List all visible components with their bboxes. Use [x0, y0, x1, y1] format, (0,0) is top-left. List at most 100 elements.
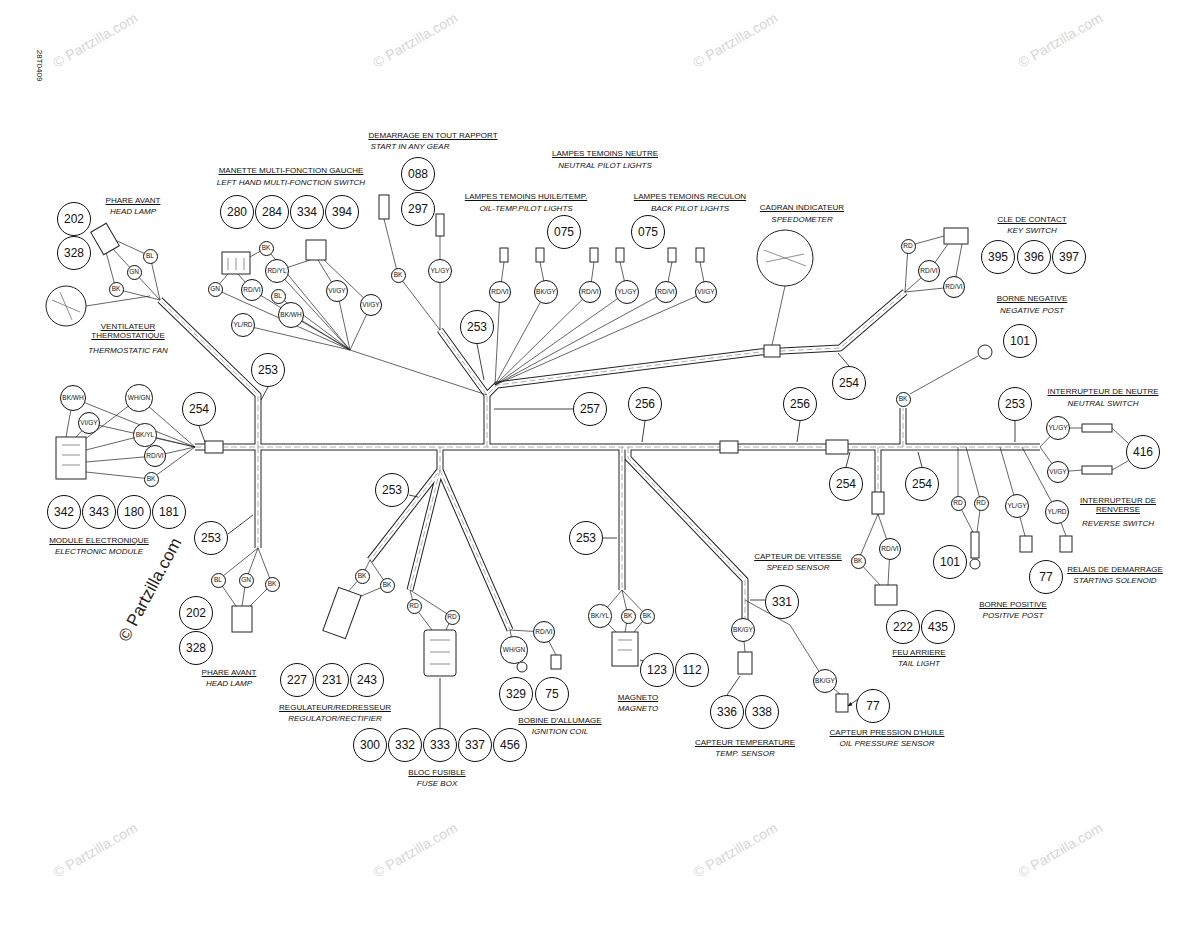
- wire-color-code: WH/GN: [128, 395, 150, 402]
- callout-circle: 253: [460, 310, 494, 344]
- part-name-en: LEFT HAND MULTI-FONCTION SWITCH: [216, 178, 366, 187]
- callout-number: 222: [893, 621, 913, 633]
- wire-color-code: BK/WH: [62, 395, 83, 402]
- callout-number: 284: [262, 206, 282, 218]
- wire-color-tag: BK/GY: [813, 669, 838, 694]
- wire-color-tag: RD/VI: [144, 445, 166, 467]
- part-name-fr: VENTILATEUR THERMOSTATIQUE: [87, 322, 169, 340]
- wire-color-tag: BL: [211, 573, 226, 588]
- key-switch-connector: [944, 228, 968, 244]
- wire-color-code: BL: [274, 293, 282, 300]
- wire-color-code: BL: [146, 253, 154, 260]
- watermark: © Partzilla.com: [1014, 9, 1105, 71]
- callout-circle: 337: [458, 728, 492, 762]
- wire-color-tag: VI/GY: [326, 280, 348, 302]
- callout-number: 257: [580, 403, 600, 415]
- wire-color-code: BK/YL: [591, 613, 609, 620]
- wire-color-code: RD/VI: [881, 546, 898, 553]
- wire-color-code: RD/VI: [243, 287, 260, 294]
- part-name-en: STARTING SOLENOID: [1072, 576, 1157, 585]
- callout-circle: 435: [921, 610, 955, 644]
- reverse-switch-connector: [1020, 536, 1032, 552]
- wire-color-code: VI/GY: [1049, 469, 1066, 476]
- part-name-fr: LAMPES TEMOINS NEUTRE: [551, 149, 659, 158]
- wire-color-code: GN: [210, 286, 220, 293]
- wire-color-code: BL: [214, 577, 222, 584]
- wire-color-tag: BK: [355, 569, 370, 584]
- ignition-coil-connector: [551, 655, 561, 669]
- callout-number: 342: [54, 506, 74, 518]
- callout-number: 280: [227, 206, 247, 218]
- wire-color-code: VI/GY: [80, 420, 97, 427]
- callout-number: 328: [186, 642, 206, 654]
- wire-color-tag: YL/GY: [615, 280, 639, 304]
- wire-color-code: RD/VI: [920, 268, 937, 275]
- callout-number: 112: [682, 664, 701, 676]
- callout-number: 297: [408, 203, 428, 215]
- callout-number: 334: [297, 206, 317, 218]
- part-name-fr: FEU ARRIERE: [891, 648, 946, 657]
- wire-color-tag: BK/YL: [133, 423, 156, 446]
- callout-circle: 222: [886, 610, 920, 644]
- wire-color-tag: BK/YL: [588, 604, 611, 627]
- callout-circle: 280: [220, 195, 254, 229]
- wire-color-tag: YL/GY: [1046, 416, 1070, 440]
- positive-post-terminal: [971, 532, 979, 558]
- callout-circle: 075: [631, 215, 665, 249]
- callout-circle: 334: [290, 195, 324, 229]
- part-name-en: FUSE BOX: [416, 779, 458, 788]
- wire-color-code: VI/GY: [328, 288, 345, 295]
- callout-circle: 181: [152, 495, 186, 529]
- part-name-fr: REGULATEUR/REDRESSEUR: [278, 703, 392, 712]
- wire-color-tag: VI/GY: [1047, 461, 1069, 483]
- part-name-en: TAIL LIGHT: [897, 659, 941, 668]
- wire-color-tag: RD/VI: [918, 260, 940, 282]
- wire-color-tag: GN: [127, 265, 142, 280]
- callout-circle: 243: [350, 663, 384, 697]
- callout-number: 343: [89, 506, 109, 518]
- part-name-fr: INTERRUPTEUR DE NEUTRE: [1046, 387, 1159, 396]
- callout-circle: 333: [423, 728, 457, 762]
- callout-number: 256: [790, 398, 810, 410]
- callout-number: 075: [554, 226, 574, 238]
- part-name-fr: LAMPES TEMOINS RECULON: [633, 192, 747, 201]
- callout-number: 435: [928, 621, 948, 633]
- callout-circle: 394: [325, 195, 359, 229]
- wire-color-code: BK: [394, 272, 403, 279]
- wire-color-tag: BK: [144, 472, 159, 487]
- wire-color-code: RD: [409, 603, 418, 610]
- wire-color-tag: BK: [621, 609, 636, 624]
- wire-color-tag: YL/RD: [231, 313, 255, 337]
- part-name-en: IGNITION COIL: [531, 727, 589, 736]
- part-name-fr: MAGNETO: [617, 693, 659, 702]
- callout-circle: 112: [675, 653, 709, 687]
- module-connector: [56, 437, 86, 479]
- wire-color-code: YL/GY: [430, 268, 449, 275]
- part-name-en: REGULATOR/RECTIFIER: [287, 714, 383, 723]
- wire-color-code: YL/RD: [1047, 509, 1066, 516]
- callout-circle: 328: [57, 236, 91, 270]
- wire-color-tag: BK: [640, 609, 655, 624]
- callout-circle: 254: [829, 467, 863, 501]
- wire-color-code: YL/GY: [617, 289, 636, 296]
- wire-leads: [66, 219, 1128, 694]
- part-name-fr: INTERRUPTEUR DE RENVERSE: [1072, 496, 1164, 514]
- callout-circle: 253: [569, 521, 603, 555]
- pilot-light-socket: [500, 248, 508, 262]
- callout-number: 243: [357, 674, 377, 686]
- callout-circle: 257: [573, 392, 607, 426]
- pilot-light-socket: [590, 248, 598, 262]
- wire-color-tag: GN: [208, 282, 223, 297]
- callout-number: 328: [64, 247, 84, 259]
- callout-circle: 202: [179, 596, 213, 630]
- part-name-en: BACK PILOT LIGHTS: [650, 204, 730, 213]
- oil-pressure-connector: [836, 694, 848, 712]
- wire-color-tag: BK: [109, 282, 124, 297]
- wire-color-code: BK/GY: [536, 289, 556, 296]
- wire-color-code: RD/VI: [581, 289, 598, 296]
- wire-color-tag: YL/RD: [1045, 500, 1069, 524]
- wire-color-tag: RD/VI: [579, 281, 601, 303]
- callout-number: 338: [752, 706, 772, 718]
- part-name-fr: MODULE ELECTRONIQUE: [48, 536, 150, 545]
- ignition-coil-terminal: [517, 662, 527, 672]
